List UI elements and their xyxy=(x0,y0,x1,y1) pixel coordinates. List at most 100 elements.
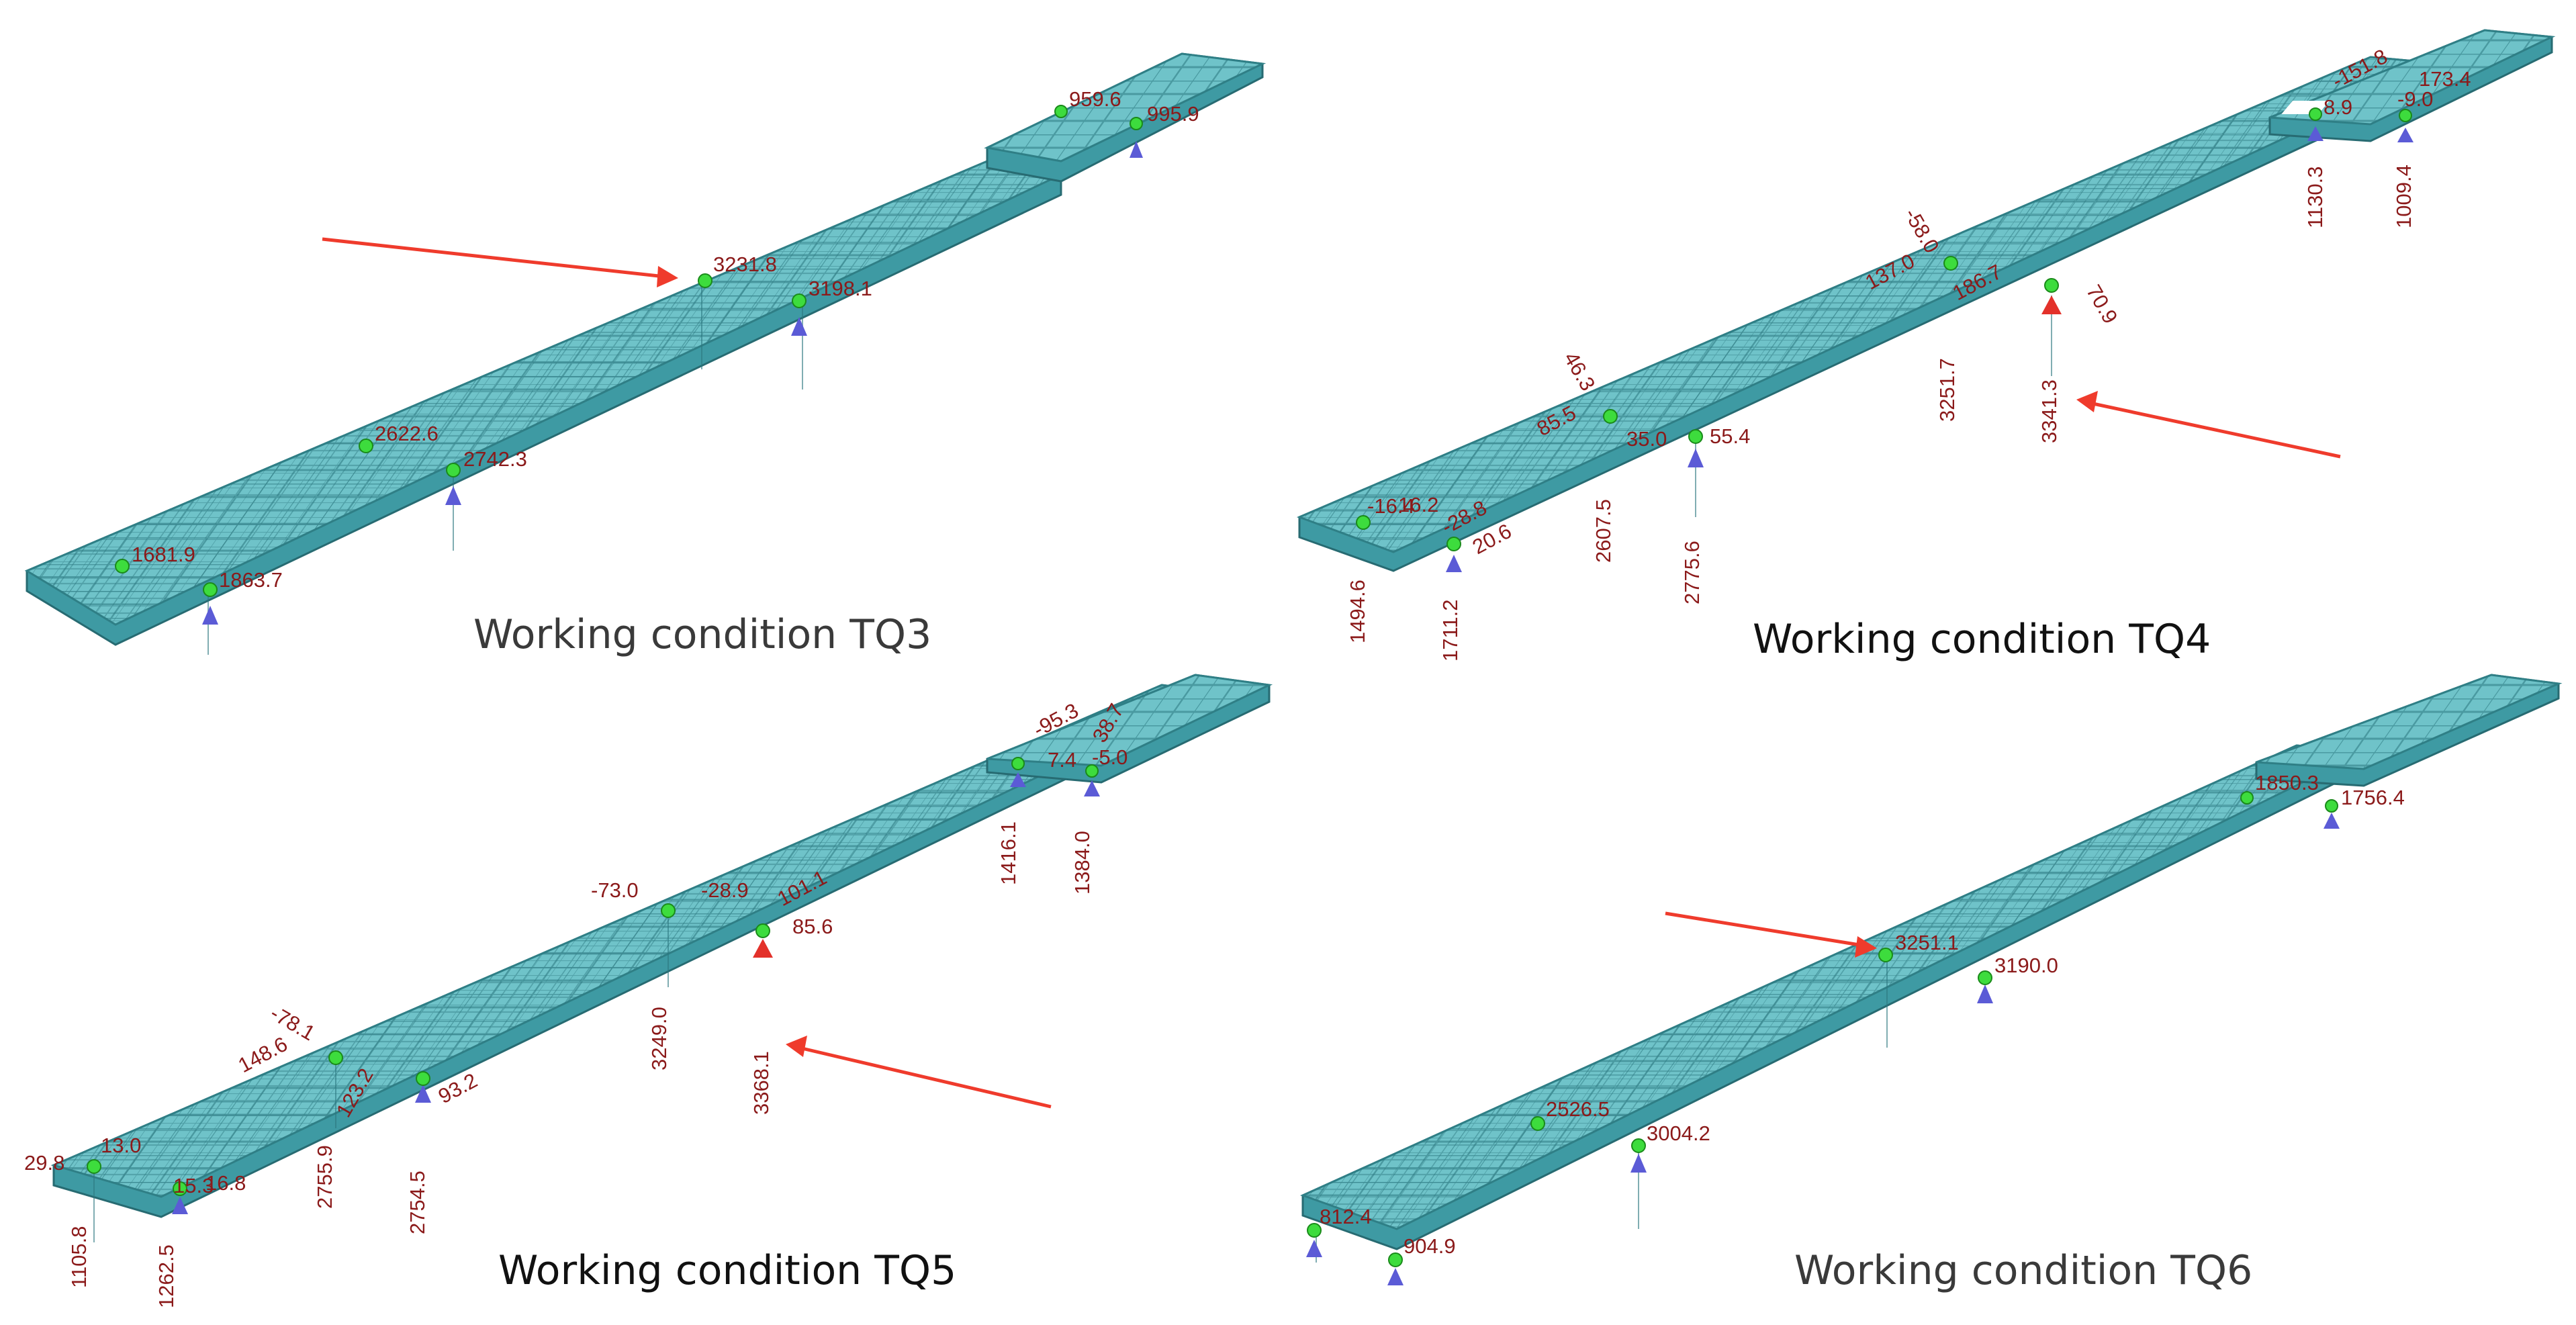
node xyxy=(792,293,807,308)
support-icon xyxy=(2307,126,2324,141)
reaction-label: 8.9 xyxy=(2324,95,2352,119)
panel-tq6: 1850.3 1756.4 3251.1 3190.0 2526.5 3004.… xyxy=(1300,674,2563,1294)
node xyxy=(661,903,676,918)
reaction-label: 1130.3 xyxy=(2303,166,2327,228)
highlight-support-icon xyxy=(2041,295,2062,314)
node xyxy=(2309,107,2322,121)
reaction-label: 85.6 xyxy=(792,915,833,938)
reaction-label: 2607.5 xyxy=(1592,499,1615,563)
node xyxy=(755,923,770,938)
reaction-label: 3190.0 xyxy=(1994,954,2058,977)
reaction-label: 1711.2 xyxy=(1438,599,1462,661)
support-icon xyxy=(1306,1240,1322,1257)
reaction-label: 1262.5 xyxy=(154,1244,178,1308)
reaction-label: 46.3 xyxy=(1559,348,1600,395)
reaction-label: 16.8 xyxy=(205,1171,246,1195)
support-icon xyxy=(1688,449,1704,467)
node xyxy=(1307,1223,1322,1238)
reaction-label: 1756.4 xyxy=(2341,786,2405,809)
reaction-label: 3251.1 xyxy=(1895,931,1959,954)
reaction-label: 3198.1 xyxy=(809,277,872,300)
node xyxy=(2044,278,2059,293)
support-icon xyxy=(791,317,807,336)
reaction-label: -9.0 xyxy=(2397,87,2433,111)
support-nodes xyxy=(87,757,1100,1214)
node xyxy=(2325,799,2338,813)
support-icon xyxy=(2397,128,2413,142)
support-icon xyxy=(1130,141,1143,158)
node xyxy=(115,559,130,574)
node xyxy=(1631,1138,1646,1153)
reaction-label: 2775.6 xyxy=(1680,541,1704,604)
support-icon xyxy=(1630,1154,1647,1173)
reaction-label: 1009.4 xyxy=(2392,165,2416,228)
reaction-label: 29.8 xyxy=(24,1151,64,1175)
reaction-label: 1850.3 xyxy=(2255,771,2319,794)
reaction-label: 1494.6 xyxy=(1346,580,1369,643)
reaction-label: 2742.3 xyxy=(463,447,527,471)
reaction-label: 13.0 xyxy=(101,1134,141,1157)
bridge-deck xyxy=(1300,674,2563,1263)
reaction-label: -28.9 xyxy=(701,878,749,902)
support-icon xyxy=(202,606,218,625)
node xyxy=(446,463,461,477)
pointer-arrow xyxy=(786,1036,1052,1109)
reaction-label: -73.0 xyxy=(591,878,639,902)
node xyxy=(173,1181,187,1196)
reaction-label: 3251.7 xyxy=(1935,358,1959,422)
node xyxy=(87,1159,101,1174)
node xyxy=(1878,948,1893,962)
node xyxy=(328,1050,343,1065)
panel-tq5: -95.3 38.7 7.4 -5.0 1416.1 1384.0 -73.0 … xyxy=(24,674,1273,1308)
node xyxy=(203,582,218,597)
support-icon xyxy=(415,1085,431,1103)
reaction-label: 3368.1 xyxy=(749,1051,773,1115)
support-nodes xyxy=(1356,107,2413,572)
bridge-deck xyxy=(50,674,1273,1242)
reaction-labels: -95.3 38.7 7.4 -5.0 1416.1 1384.0 -73.0 … xyxy=(24,698,1128,1308)
reaction-label: 35.0 xyxy=(1626,427,1667,451)
caption-tq3: Working condition TQ3 xyxy=(473,611,931,658)
reaction-label: 1384.0 xyxy=(1070,831,1094,895)
reaction-label: 1863.7 xyxy=(219,568,283,592)
support-icon xyxy=(1010,772,1026,787)
pointer-arrow xyxy=(322,237,678,287)
support-icon xyxy=(1977,985,1993,1003)
node xyxy=(359,439,373,453)
reaction-label: 3004.2 xyxy=(1647,1122,1710,1145)
reaction-label: 173.4 xyxy=(2419,67,2471,91)
reaction-label: 995.9 xyxy=(1147,102,1199,126)
node xyxy=(2399,109,2412,122)
pointer-arrow xyxy=(1665,911,1877,958)
reaction-label: -5.0 xyxy=(1092,745,1128,769)
reaction-label: 959.6 xyxy=(1069,87,1121,111)
support-icon xyxy=(1446,555,1462,572)
reaction-label: 2754.5 xyxy=(406,1171,429,1234)
bridge-deck xyxy=(24,52,1267,655)
reaction-label: 3249.0 xyxy=(647,1007,671,1070)
reaction-label: 7.4 xyxy=(1048,748,1076,772)
bridge-deck xyxy=(1296,29,2556,572)
reaction-label: 70.9 xyxy=(2082,281,2122,328)
reaction-labels: 1850.3 1756.4 3251.1 3190.0 2526.5 3004.… xyxy=(1320,771,2405,1258)
node xyxy=(1530,1116,1545,1131)
reaction-label: 1416.1 xyxy=(997,821,1020,885)
panel-tq4: -151.8 173.4 8.9 -9.0 1130.3 1009.4 -58.… xyxy=(1296,29,2556,663)
node xyxy=(1054,105,1068,118)
node xyxy=(1388,1252,1403,1267)
support-nodes xyxy=(1306,791,2340,1285)
node xyxy=(698,273,712,288)
node xyxy=(1356,515,1371,530)
node xyxy=(416,1071,430,1086)
support-icon xyxy=(1387,1268,1404,1285)
reaction-label: 1681.9 xyxy=(132,543,195,566)
reaction-label: -16.4 xyxy=(1367,494,1415,518)
reaction-label: 55.4 xyxy=(1710,424,1750,448)
reaction-label: 3341.3 xyxy=(2037,379,2061,443)
node xyxy=(1688,429,1703,444)
caption-tq5: Working condition TQ5 xyxy=(498,1247,956,1294)
node xyxy=(1603,409,1618,424)
support-nodes xyxy=(115,105,1143,625)
node xyxy=(1130,117,1143,130)
